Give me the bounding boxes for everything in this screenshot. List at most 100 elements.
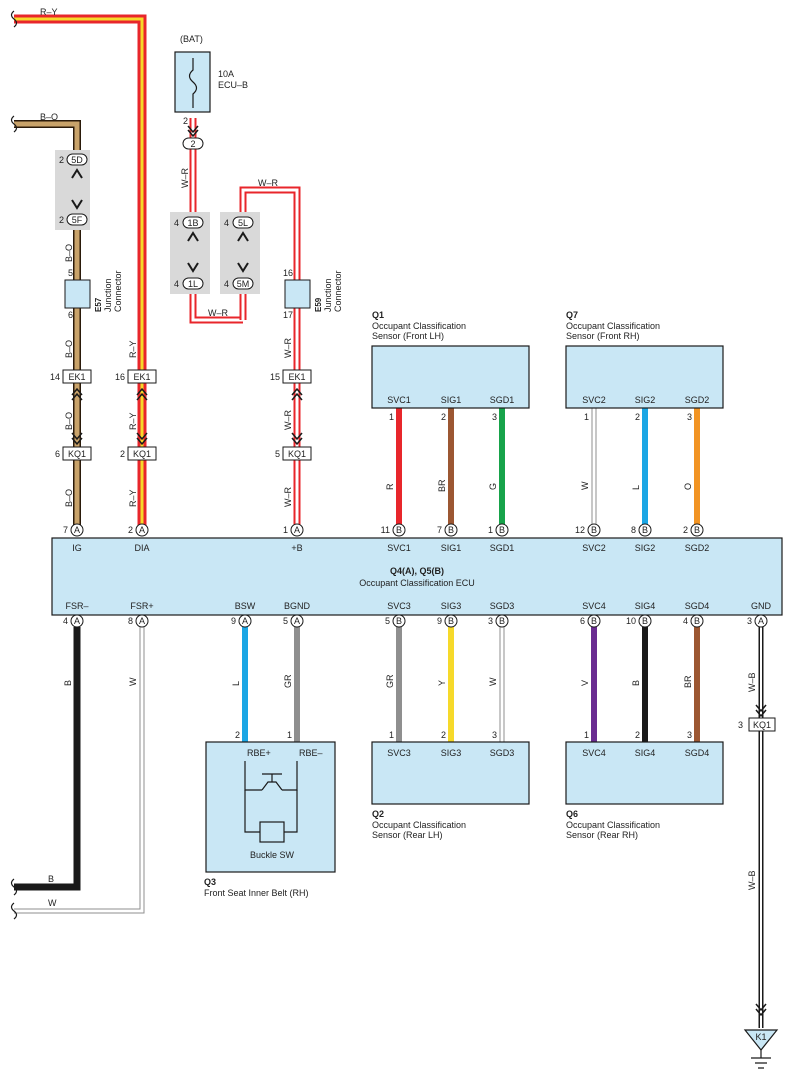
sensor-terminal: SGD3	[490, 748, 515, 758]
terminal-circle	[70, 523, 84, 537]
belt-name: Front Seat Inner Belt (RH)	[204, 888, 309, 898]
battery-fuse: (BAT) 10A ECU–B 2 2	[174, 34, 248, 150]
sensor-pin: 2	[441, 730, 446, 740]
ground-label: K1	[755, 1032, 766, 1042]
terminal-circle	[290, 523, 304, 537]
wire-label: W–R	[180, 168, 190, 189]
wire-label: L	[231, 681, 241, 686]
connector-ek1-label: EK1	[68, 372, 85, 382]
junction-text2: Connector	[333, 270, 343, 312]
terminal-conn: A	[758, 616, 764, 626]
connector-ek1-label: EK1	[288, 372, 305, 382]
connector-5d	[66, 153, 88, 166]
terminal-circle	[135, 523, 149, 537]
terminal-name: +B	[291, 543, 302, 553]
terminal-name: FSR+	[130, 601, 153, 611]
sensor-pin: 3	[492, 730, 497, 740]
terminal-pin: 2	[128, 525, 133, 535]
connector-1b-label: 1B	[187, 218, 198, 228]
belt-code: Q3	[204, 877, 216, 887]
wire-label: W	[48, 898, 57, 908]
sensor-terminal: SIG4	[635, 748, 656, 758]
connector-ek1-pin: 16	[115, 372, 125, 382]
mating-arrow-icon	[71, 168, 83, 210]
wire-label: B	[63, 680, 73, 686]
connector-kq1-pin: 5	[275, 449, 280, 459]
terminal-pin: 7	[63, 525, 68, 535]
terminal-conn: A	[294, 616, 300, 626]
fuse-name: ECU–B	[218, 80, 248, 90]
sensor-pin: 1	[584, 730, 589, 740]
sensor-code: Q1	[372, 310, 384, 320]
terminal-conn: B	[396, 525, 402, 535]
fuse-amp: 10A	[218, 69, 234, 79]
terminal-pin: 9	[231, 616, 236, 626]
wire-label: B	[48, 874, 54, 884]
terminal-name: IG	[72, 543, 82, 553]
terminal-name: BGND	[284, 601, 311, 611]
junction-code: E59	[314, 297, 323, 312]
terminal-circle	[690, 614, 704, 628]
ground-path: KQ1 3 K1	[738, 704, 779, 1069]
double-chevron-icon	[755, 1003, 767, 1017]
wire-label: W–B	[747, 870, 757, 890]
junction-code: E57	[94, 297, 103, 312]
terminal-pin: 7	[437, 525, 442, 535]
connector-ek1	[127, 369, 157, 384]
connector-kq1-pin: 3	[738, 720, 743, 730]
sensor-name-2: Sensor (Front RH)	[566, 331, 640, 341]
belt-box	[205, 741, 336, 873]
wire-label: W–R	[208, 308, 229, 318]
buckle-switch-icon	[259, 821, 285, 843]
transistor-icon	[244, 761, 298, 833]
connector-kq1-label: KQ1	[133, 449, 151, 459]
terminal-name: SIG3	[441, 601, 462, 611]
connector-ek1-pin: 15	[270, 372, 280, 382]
sensor-pin: 3	[492, 412, 497, 422]
terminal-circle	[587, 614, 601, 628]
terminal-conn: B	[642, 616, 648, 626]
sensor-q6: 1 2 3 SVC4 SIG4 SGD4 Q6 Occupant Classif…	[565, 730, 724, 840]
terminal-conn: B	[499, 616, 505, 626]
wire-ry-core	[14, 17, 144, 530]
mating-arrow-icon	[237, 231, 249, 273]
connector-kq1-row: KQ1 6 KQ1 2 KQ1 5	[55, 432, 312, 461]
break-mark-b	[10, 878, 18, 896]
terminal-pin: 1	[488, 525, 493, 535]
terminal-pin: 11	[381, 525, 390, 535]
terminal-name: SVC3	[387, 601, 411, 611]
sensor-pin: 2	[635, 412, 640, 422]
ecu: Q4(A), Q5(B) Occupant Classification ECU…	[51, 523, 783, 628]
ecu-bottom-terminals: A4FSR–A8FSR+A9BSWA5BGNDB5SVC3B9SIG3B3SGD…	[63, 601, 772, 628]
belt-terminal: RBE+	[247, 748, 271, 758]
junction-pin-bottom: 6	[68, 310, 73, 320]
wire-label: W–R	[283, 338, 293, 359]
terminal-pin: 4	[63, 616, 68, 626]
wire-label: B–O	[64, 340, 74, 358]
ecu-box	[51, 537, 783, 616]
connector-kq1-pin: 2	[120, 449, 125, 459]
terminal-circle	[754, 614, 768, 628]
sensor-name: Occupant Classification	[566, 820, 660, 830]
terminal-circle	[444, 523, 458, 537]
belt-pin: 1	[287, 730, 292, 740]
terminal-circle	[392, 614, 406, 628]
belt-terminal: RBE–	[299, 748, 323, 758]
sensor-name: Occupant Classification	[372, 820, 466, 830]
terminal-circle	[444, 614, 458, 628]
sensor-code: Q6	[566, 809, 578, 819]
belt-pin: 2	[235, 730, 240, 740]
wire-label: L	[631, 485, 641, 490]
double-chevron-icon	[755, 704, 767, 718]
terminal-pin: 3	[747, 616, 752, 626]
connector-kq1	[282, 446, 312, 461]
wire-label: W–B	[747, 672, 757, 692]
wire-label: W–R	[283, 410, 293, 431]
terminal-circle	[290, 614, 304, 628]
